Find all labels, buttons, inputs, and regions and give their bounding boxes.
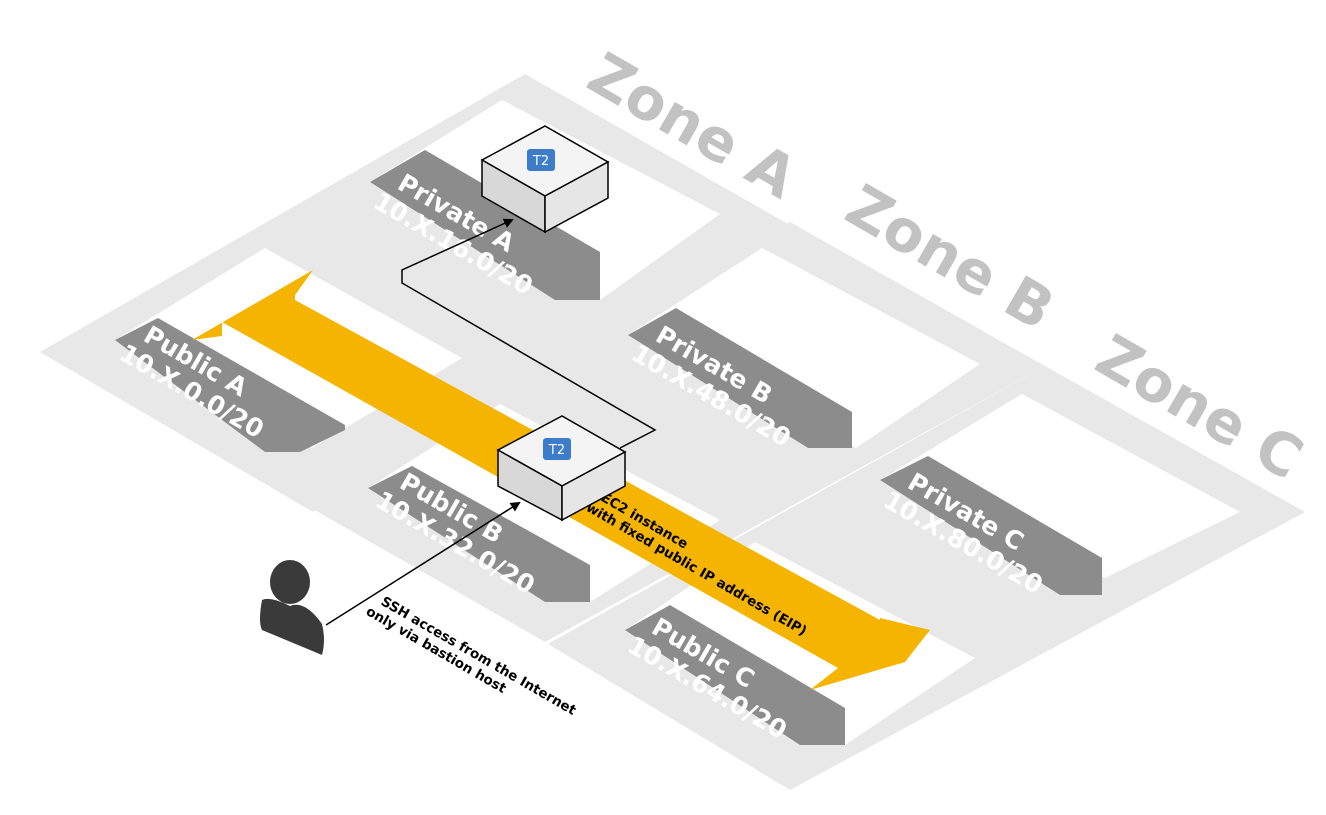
ssh-access-arrow [325,501,521,626]
subnet-private-c-area [880,394,1240,578]
subnet-private-c-tab [880,456,1102,595]
bastion-instance-badge-text: T2 [548,443,565,458]
subnet-private-b-area [628,248,980,448]
subnet-public-b-tab [368,466,590,602]
private-a-instance: T2 [480,125,610,234]
user-icon-body [260,598,324,655]
bastion-instance-right [561,450,626,522]
user-icon [260,560,324,655]
subnet-private-b-tab [628,308,852,448]
private-a-instance-badge-text: T2 [532,154,549,169]
bastion-instance: T2 [496,415,627,522]
ssh-note-line2: only via bastion host [363,603,509,697]
subnet-public-a-tab [115,318,345,452]
bastion-instance-badge [543,438,571,460]
subnet-public-c-tab [625,605,845,745]
user-icon-head [270,560,310,604]
private-a-instance-badge [527,149,555,171]
subnet-private-a-tab [370,150,600,300]
private-a-instance-right [544,160,609,234]
bastion-to-private-connection [401,218,657,449]
